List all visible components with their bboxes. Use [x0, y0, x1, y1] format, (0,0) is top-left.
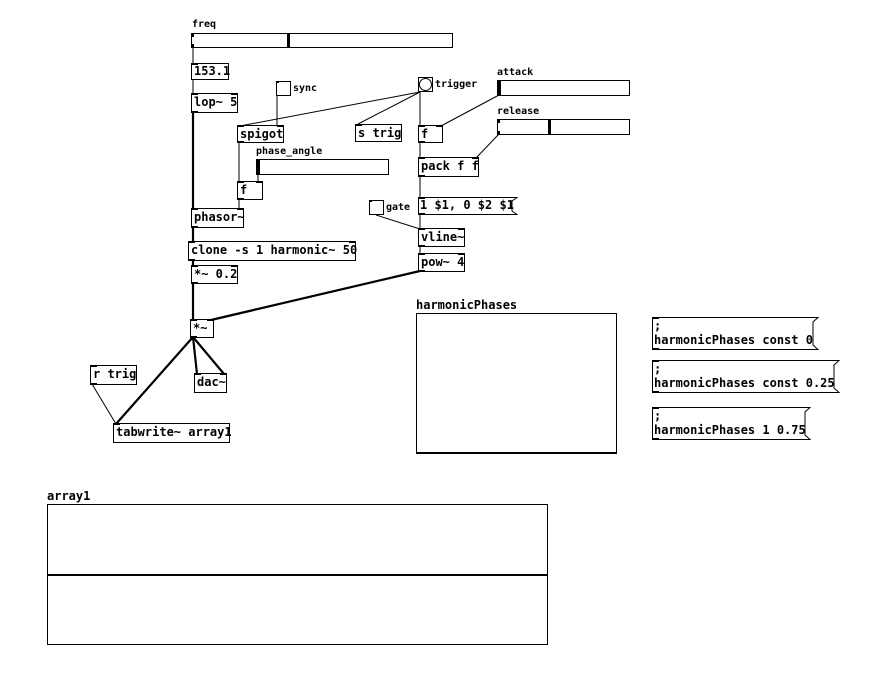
phasor-object[interactable]: phasor~ [191, 208, 245, 228]
harmonic-phases-array-graph[interactable] [416, 313, 617, 454]
phases-1-075-line1: ; [654, 409, 662, 423]
envelope-message-label: 1 $1, 0 $2 $1 [420, 198, 514, 212]
receive-trig-object-label: r trig [93, 367, 137, 381]
harmonic-phases-array-line [417, 452, 616, 454]
phase-angle-label: phase_angle [256, 146, 323, 157]
multiply-0.2-object-label: *~ 0.2 [194, 267, 238, 281]
phases-const-0-line2: harmonicPhases const 0 [654, 333, 813, 347]
phases-const-025-line1: ; [654, 362, 662, 376]
message-box-outline [418, 197, 518, 215]
freq-slider-knob[interactable] [287, 34, 290, 47]
phases-const-025-line2: harmonicPhases const 0.25 [654, 376, 835, 390]
phases-const-025-message[interactable]: ; harmonicPhases const 0.25 [652, 360, 840, 393]
attack-label: attack [497, 67, 534, 78]
release-label: release [497, 106, 540, 117]
vline-object[interactable]: vline~ [418, 228, 465, 247]
phases-1-075-line2: harmonicPhases 1 0.75 [654, 423, 806, 437]
tabwrite-object[interactable]: tabwrite~ array1 [113, 423, 232, 443]
harmonic-phases-array-title: harmonicPhases [416, 298, 518, 312]
float-trigger-object-label: f [421, 127, 429, 141]
phase-angle-slider[interactable] [256, 159, 389, 175]
send-trig-object-label: s trig [358, 126, 402, 140]
freq-label: freq [192, 19, 217, 30]
clone-object-label: clone -s 1 harmonic~ 50 [191, 243, 358, 257]
pack-object[interactable]: pack f f [418, 157, 479, 177]
sync-toggle[interactable] [276, 81, 291, 96]
vline-object-label: vline~ [421, 230, 465, 244]
trigger-bang[interactable] [418, 77, 433, 92]
phase-angle-slider-knob[interactable] [257, 160, 260, 174]
freq-number-box[interactable]: 153.1 [191, 63, 231, 80]
sync-label: sync [293, 83, 318, 94]
float-phase-object-label: f [240, 183, 248, 197]
multiply-object[interactable]: *~ [190, 319, 214, 338]
gate-label: gate [386, 202, 411, 213]
clone-object[interactable]: clone -s 1 harmonic~ 50 [188, 241, 358, 261]
release-slider-knob[interactable] [548, 120, 551, 134]
receive-trig-object[interactable]: r trig [90, 365, 137, 385]
tabwrite-object-label: tabwrite~ array1 [116, 425, 232, 439]
release-slider[interactable] [497, 119, 630, 135]
array1-graph[interactable] [47, 504, 548, 645]
float-trigger-object[interactable]: f [418, 125, 443, 143]
float-phase-object[interactable]: f [237, 181, 263, 200]
message-box-outline [652, 407, 811, 440]
phases-const-0-line1: ; [654, 319, 662, 333]
array1-title: array1 [47, 489, 91, 503]
attack-slider[interactable] [497, 80, 630, 96]
freq-number-value: 153.1 [194, 64, 231, 78]
multiply-0.2-object[interactable]: *~ 0.2 [191, 265, 238, 284]
dac-object[interactable]: dac~ [194, 373, 227, 393]
spigot-object-label: spigot [240, 127, 284, 141]
multiply-object-label: *~ [193, 321, 208, 335]
attack-slider-knob[interactable] [498, 81, 501, 95]
send-trig-object[interactable]: s trig [355, 124, 402, 142]
spigot-object[interactable]: spigot [237, 125, 284, 143]
envelope-message[interactable]: 1 $1, 0 $2 $1 [418, 197, 518, 215]
phasor-object-label: phasor~ [194, 210, 245, 224]
trigger-label: trigger [435, 79, 478, 90]
message-box-outline [652, 360, 840, 393]
pack-object-label: pack f f [421, 159, 479, 173]
message-box-outline [652, 317, 819, 350]
phases-const-0-message[interactable]: ; harmonicPhases const 0 [652, 317, 819, 350]
bang-circle-icon [419, 78, 432, 91]
lop-object-label: lop~ 5 [194, 95, 238, 109]
pow-object[interactable]: pow~ 4 [418, 253, 465, 272]
dac-object-label: dac~ [197, 375, 226, 389]
pow-object-label: pow~ 4 [421, 255, 465, 269]
freq-slider[interactable] [191, 33, 453, 48]
phases-1-075-message[interactable]: ; harmonicPhases 1 0.75 [652, 407, 811, 440]
gate-toggle[interactable] [369, 200, 384, 215]
array1-line [48, 574, 547, 576]
lop-object[interactable]: lop~ 5 [191, 93, 238, 113]
